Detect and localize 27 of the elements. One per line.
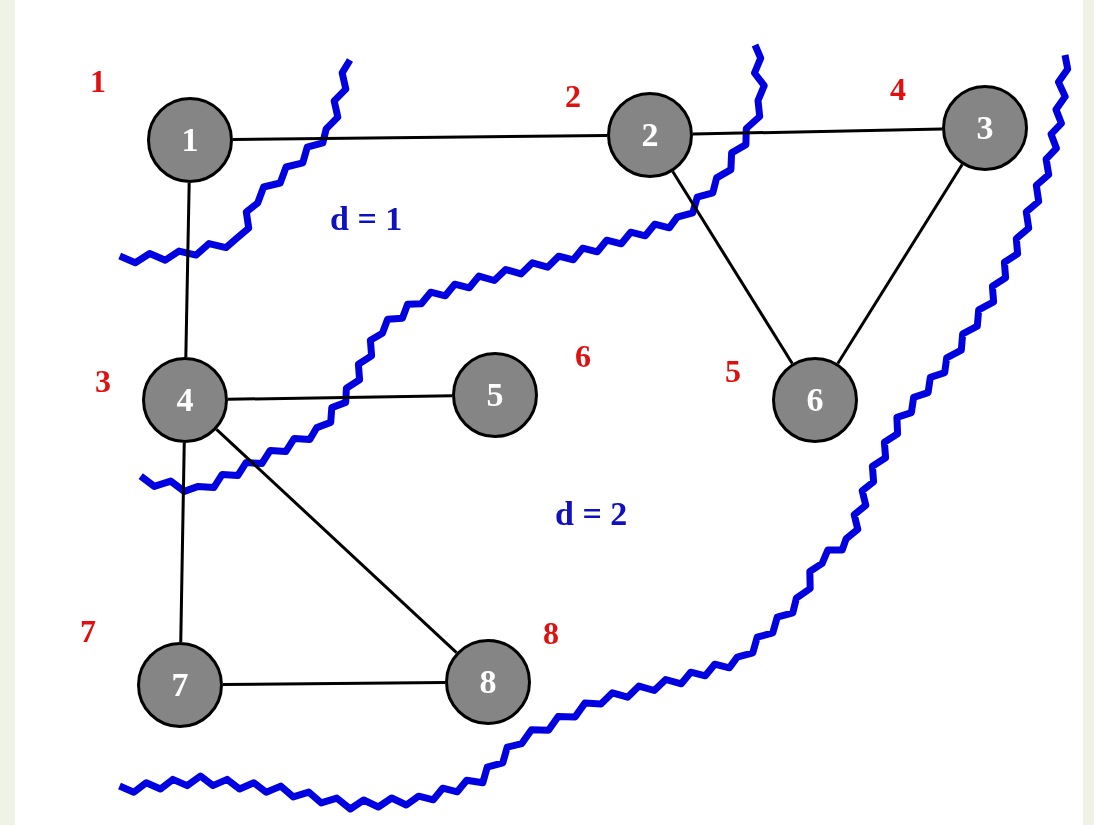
- edge-line: [223, 680, 445, 687]
- order-number: 6: [575, 338, 591, 375]
- edge-line: [184, 182, 191, 358]
- order-number: 7: [80, 613, 96, 650]
- order-number: 4: [890, 71, 906, 108]
- edge-line: [692, 127, 943, 136]
- order-number: 1: [90, 63, 106, 100]
- order-number: 3: [95, 363, 111, 400]
- edge-line: [233, 133, 607, 142]
- node-number: 1: [181, 121, 199, 159]
- node-number: 7: [171, 666, 189, 704]
- distance-label: d = 1: [330, 200, 403, 238]
- edge-line: [836, 163, 964, 365]
- edge-line: [179, 442, 186, 643]
- edge-line: [671, 170, 794, 365]
- node-number: 5: [486, 376, 504, 414]
- order-number: 5: [725, 353, 741, 390]
- edge-line: [215, 428, 458, 654]
- node-number: 2: [641, 116, 659, 154]
- node-number: 8: [479, 663, 497, 701]
- edge-line: [227, 394, 453, 401]
- distance-label: d = 2: [555, 495, 628, 533]
- node-number: 4: [176, 381, 194, 419]
- order-number: 8: [543, 615, 559, 652]
- node-number: 3: [976, 109, 994, 147]
- node-number: 6: [806, 381, 824, 419]
- order-number: 2: [565, 78, 581, 115]
